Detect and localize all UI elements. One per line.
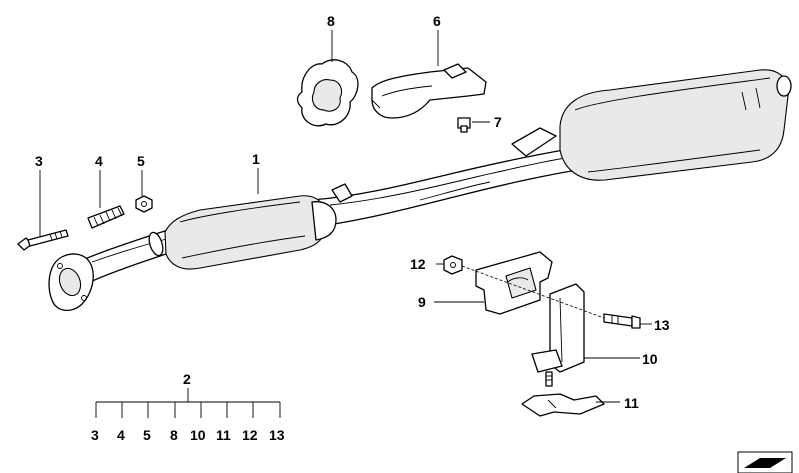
callout-3: 3 bbox=[35, 153, 43, 169]
assembly-guide-line bbox=[461, 265, 605, 319]
callout-6: 6 bbox=[433, 13, 441, 29]
mounting-bolt bbox=[603, 313, 641, 329]
kit-item-3: 3 bbox=[91, 427, 99, 443]
kit-item-5: 5 bbox=[143, 427, 151, 443]
small-bolt bbox=[457, 117, 471, 133]
kit-item-11: 11 bbox=[216, 427, 231, 443]
callout-2: 2 bbox=[183, 371, 191, 387]
callout-11: 11 bbox=[624, 395, 639, 411]
kit-bracket bbox=[95, 388, 281, 418]
kit-item-8: 8 bbox=[170, 427, 178, 443]
leader-lines bbox=[39, 30, 652, 403]
long-bolt bbox=[17, 229, 69, 251]
exhaust-flange bbox=[48, 253, 94, 311]
kit-item-4: 4 bbox=[117, 427, 125, 443]
callout-7: 7 bbox=[494, 114, 502, 130]
callout-10: 10 bbox=[642, 351, 658, 367]
kit-item-12: 12 bbox=[242, 427, 258, 443]
hex-nut bbox=[135, 195, 153, 213]
kit-item-13: 13 bbox=[269, 427, 285, 443]
rear-muffler bbox=[511, 69, 792, 181]
catalytic-converter bbox=[164, 195, 337, 270]
callout-13: 13 bbox=[654, 317, 670, 333]
retaining-clip bbox=[521, 393, 605, 417]
callout-5: 5 bbox=[137, 153, 145, 169]
callout-1: 1 bbox=[252, 151, 260, 167]
hanger-bracket bbox=[371, 63, 487, 119]
callout-8: 8 bbox=[327, 13, 335, 29]
rubber-mount bbox=[475, 251, 553, 315]
callout-12: 12 bbox=[410, 256, 426, 272]
callout-4: 4 bbox=[95, 153, 103, 169]
kit-item-10: 10 bbox=[190, 427, 206, 443]
callout-9: 9 bbox=[418, 294, 426, 310]
rubber-mount-nut bbox=[443, 255, 463, 275]
exhaust-pipe-assembly bbox=[77, 147, 591, 283]
rubber-mounting-ring bbox=[296, 59, 359, 127]
corner-logo-icon bbox=[737, 451, 793, 473]
vertical-bracket bbox=[531, 283, 585, 387]
compression-spring bbox=[87, 205, 125, 229]
